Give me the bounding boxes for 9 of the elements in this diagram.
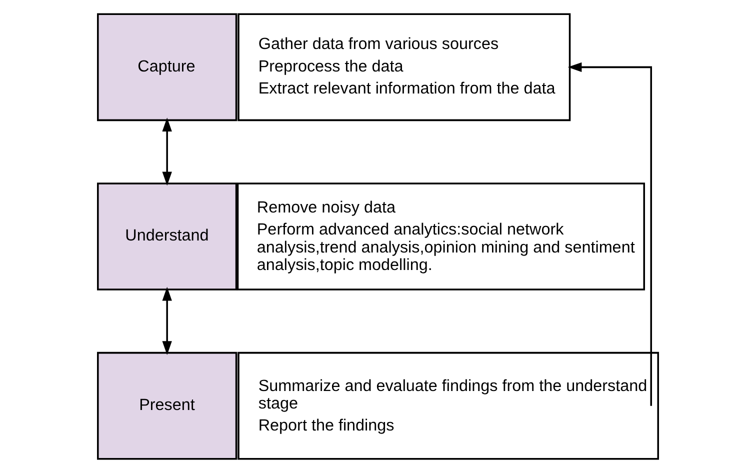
node-box: Remove noisy data Perform advanced analytics:social network analysis,trend analysis,opinion mining and sentiment analysis,topic modelling. — [236, 182, 644, 290]
node-box: Understand — [96, 182, 237, 290]
arrow — [567, 62, 652, 406]
node-box: Capture — [96, 13, 237, 122]
node-box: Gather data from various sources Preprocess the data Extract relevant information from the data — [237, 13, 570, 122]
arrow — [162, 118, 172, 186]
arrow — [162, 286, 172, 355]
node-box: Summarize and evaluate findings from the understand stage Report the findings — [237, 352, 658, 460]
node-box: Present — [96, 352, 237, 460]
